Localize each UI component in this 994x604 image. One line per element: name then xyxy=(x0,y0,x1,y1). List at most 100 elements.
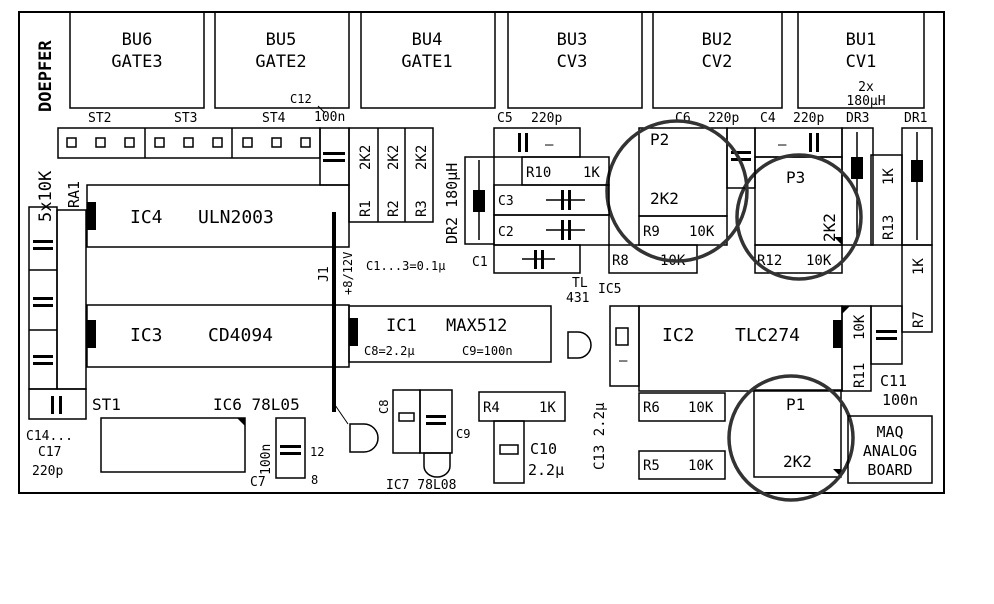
r1-ref: R1 xyxy=(358,200,374,217)
ic4-chip: IC4 ULN2003 xyxy=(86,184,350,248)
jack-name: CV2 xyxy=(702,52,733,72)
cap-c11 xyxy=(870,305,903,365)
c9-note: C9=100n xyxy=(462,344,513,358)
c17-value: 220p xyxy=(32,464,63,479)
r2-value: 2K2 xyxy=(386,145,402,170)
inductor-dr1 xyxy=(901,127,933,246)
r7-ref: R7 xyxy=(911,311,927,328)
r11-value: 10K xyxy=(852,314,868,340)
p3-value: 2K2 xyxy=(820,213,839,242)
j1-voltage: +8/12V xyxy=(341,252,355,295)
ra1-label: RA1 xyxy=(65,181,83,208)
c4-label: C4 xyxy=(760,111,776,126)
r2-ref: R2 xyxy=(386,200,402,217)
r10-ref: R10 xyxy=(526,165,551,181)
c10-value: 2.2µ xyxy=(528,461,564,479)
jack-ref: BU1 xyxy=(846,30,877,50)
cap-c5 xyxy=(493,127,581,158)
c5-polarity: – xyxy=(545,137,554,153)
r3-ref: R3 xyxy=(414,200,430,217)
dr2-label: DR2 180µH xyxy=(443,163,461,244)
c6-label: C6 xyxy=(675,111,691,126)
cap-c10 xyxy=(493,420,525,484)
resistors-r1-r3: 2K2 2K2 2K2 R1 R2 R3 xyxy=(348,127,434,223)
r6-value: 10K xyxy=(688,400,714,416)
jack-bu6: BU6 GATE3 xyxy=(69,11,205,109)
resistor-r11 xyxy=(841,305,872,392)
highlight-circle-p1 xyxy=(727,374,855,502)
c8-note: C8=2.2µ xyxy=(364,344,415,358)
p2-ref: P2 xyxy=(650,130,669,149)
ic4-part: ULN2003 xyxy=(198,207,274,228)
cap-c1 xyxy=(493,244,581,274)
c11-value: 100n xyxy=(882,391,918,409)
jack-name: CV1 xyxy=(846,52,877,72)
c14-label: C14... xyxy=(26,429,73,444)
c4-value: 220p xyxy=(793,111,824,126)
dr-note-value: 180µH xyxy=(846,94,885,109)
jack-ref: BU2 xyxy=(702,30,733,50)
ic3-ref: IC3 xyxy=(130,325,163,346)
cap-c12 xyxy=(319,127,350,186)
resnet-label: 5x10K xyxy=(36,170,56,222)
board-label-line3: BOARD xyxy=(867,461,912,479)
r13-value: 1K xyxy=(881,168,897,185)
c12-label: C12 xyxy=(290,92,312,106)
c8-label: C8 xyxy=(377,400,391,414)
jack-bu3: BU3 CV3 xyxy=(507,11,643,109)
c5-label: C5 xyxy=(497,111,513,126)
jack-ref: BU4 xyxy=(412,30,443,50)
r4-value: 1K xyxy=(539,400,556,416)
jack-name: CV3 xyxy=(557,52,588,72)
p3-ref: P3 xyxy=(786,168,805,187)
r9-ref: R9 xyxy=(643,224,660,240)
ic2-part: TLC274 xyxy=(735,325,800,346)
jack-name: GATE2 xyxy=(255,52,306,72)
c13-label: C13 2.2µ xyxy=(592,402,608,470)
cap-c7 xyxy=(275,417,306,479)
jack-ref: BU3 xyxy=(557,30,588,50)
header-st2-st4 xyxy=(57,127,321,159)
pot-p1 xyxy=(753,389,842,478)
jack-name: GATE3 xyxy=(111,52,162,72)
c7-value: 100n xyxy=(259,444,274,475)
r9-value: 10K xyxy=(689,224,715,240)
ic3-chip: IC3 CD4094 xyxy=(86,304,350,368)
board-label-line2: ANALOG xyxy=(863,442,917,460)
dr3-label: DR3 xyxy=(846,111,869,126)
tl431-body xyxy=(567,331,592,359)
c1-label: C1 xyxy=(472,255,488,270)
r6-ref: R6 xyxy=(643,400,660,416)
r5-ref: R5 xyxy=(643,458,660,474)
r7-value: 1K xyxy=(911,258,927,275)
st2-label: ST2 xyxy=(88,111,111,126)
tl-number: 431 xyxy=(566,291,589,306)
dr1-label: DR1 xyxy=(904,111,927,126)
c7-label: C7 xyxy=(250,475,266,490)
resistor-r6 xyxy=(638,392,726,422)
r11-ref: R11 xyxy=(852,363,868,388)
r4-ref: R4 xyxy=(483,400,500,416)
p1-value: 2K2 xyxy=(783,452,812,471)
ic7-label: IC7 78L08 xyxy=(386,478,456,493)
jack-bu4: BU4 GATE1 xyxy=(360,11,496,109)
jack-ref: BU6 xyxy=(122,30,153,50)
st1-label: ST1 xyxy=(92,395,121,414)
j1-connector xyxy=(332,212,336,412)
resnet-ra1 xyxy=(28,206,87,390)
cap-c4 xyxy=(754,127,843,158)
pin-8: 8 xyxy=(311,473,318,487)
ic6-chip xyxy=(100,417,246,473)
c17-label: C17 xyxy=(38,445,61,460)
jack-ref: BU5 xyxy=(266,30,297,50)
tl-label: TL xyxy=(572,276,588,291)
ic3-part: CD4094 xyxy=(208,325,273,346)
st1-header xyxy=(28,388,87,420)
p1-ref: P1 xyxy=(786,395,805,414)
c10-label: C10 xyxy=(530,440,557,458)
r13-ref: R13 xyxy=(881,215,897,240)
ic1-part: MAX512 xyxy=(446,316,507,336)
cap-c13 xyxy=(609,305,640,387)
regulator-78l05-body xyxy=(349,423,379,453)
j1-ref: J1 xyxy=(317,266,332,282)
